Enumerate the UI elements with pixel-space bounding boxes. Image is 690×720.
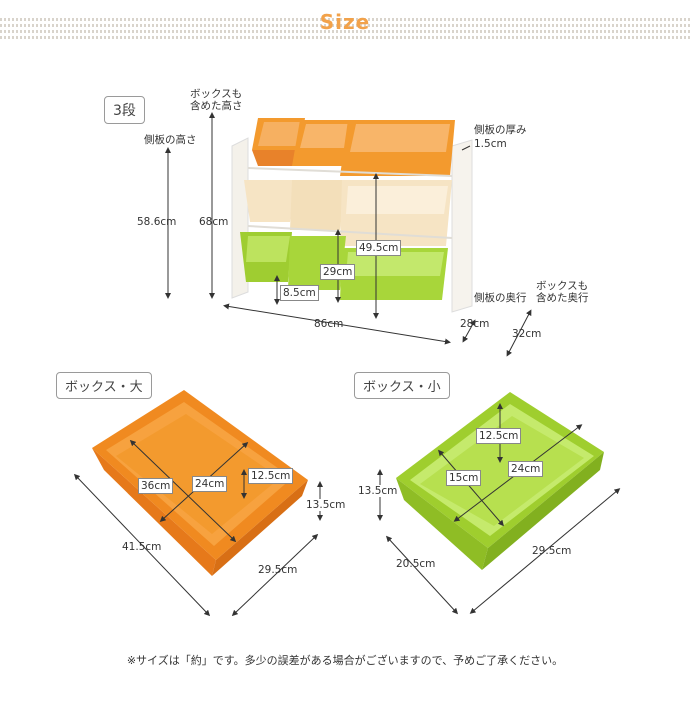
small-box-top-length: 15cm (446, 470, 482, 486)
side-depth-value: 28cm (460, 318, 490, 330)
large-box-outer-length: 41.5cm (122, 541, 162, 553)
side-panel-height-label: 側板の高さ (144, 134, 197, 146)
shelf-tier-tag: 3段 (104, 96, 145, 124)
large-box-outer-width: 29.5cm (258, 564, 298, 576)
height-with-box-label: ボックスも 含めた高さ (190, 88, 243, 112)
small-box-top-width: 24cm (508, 461, 544, 477)
top-dotted-line-4 (0, 36, 690, 39)
large-box-inner-height: 12.5cm (248, 468, 294, 484)
shelf-width-value: 86cm (314, 318, 344, 330)
depth-with-box-value: 32cm (512, 328, 542, 340)
small-box-inner-height: 12.5cm (476, 428, 522, 444)
depth-with-box-label: ボックスも 含めた奥行 (536, 280, 589, 304)
section-title: Size (319, 10, 371, 34)
top-dotted-line-3 (0, 30, 690, 33)
small-box-outer-height: 13.5cm (358, 485, 398, 497)
mid-height-value: 29cm (320, 264, 356, 280)
small-box-outer-width: 29.5cm (532, 545, 572, 557)
shelf-illustration (231, 118, 473, 313)
large-box-tag: ボックス・大 (56, 372, 152, 399)
small-box-outer-length: 20.5cm (396, 558, 436, 570)
large-box-outer-height: 13.5cm (306, 499, 346, 511)
side-panel-height-value: 58.6cm (137, 216, 177, 228)
top-dotted-line-2 (0, 24, 690, 27)
top-dotted-line-1 (0, 18, 690, 21)
panel-thickness-value: 1.5cm (474, 138, 507, 150)
small-box-tag: ボックス・小 (354, 372, 450, 399)
large-box-top-length: 36cm (138, 478, 174, 494)
large-box-top-width: 24cm (192, 476, 228, 492)
footer-note: ※サイズは「約」です。多少の誤差がある場合がございますので、予めご了承ください。 (126, 654, 564, 667)
bottom-gap-value: 8.5cm (280, 285, 319, 301)
inner-height-value: 49.5cm (356, 240, 402, 256)
side-depth-label: 側板の奥行 (474, 292, 527, 304)
height-with-box-value: 68cm (199, 216, 229, 228)
panel-thickness-label: 側板の厚み (474, 124, 527, 136)
